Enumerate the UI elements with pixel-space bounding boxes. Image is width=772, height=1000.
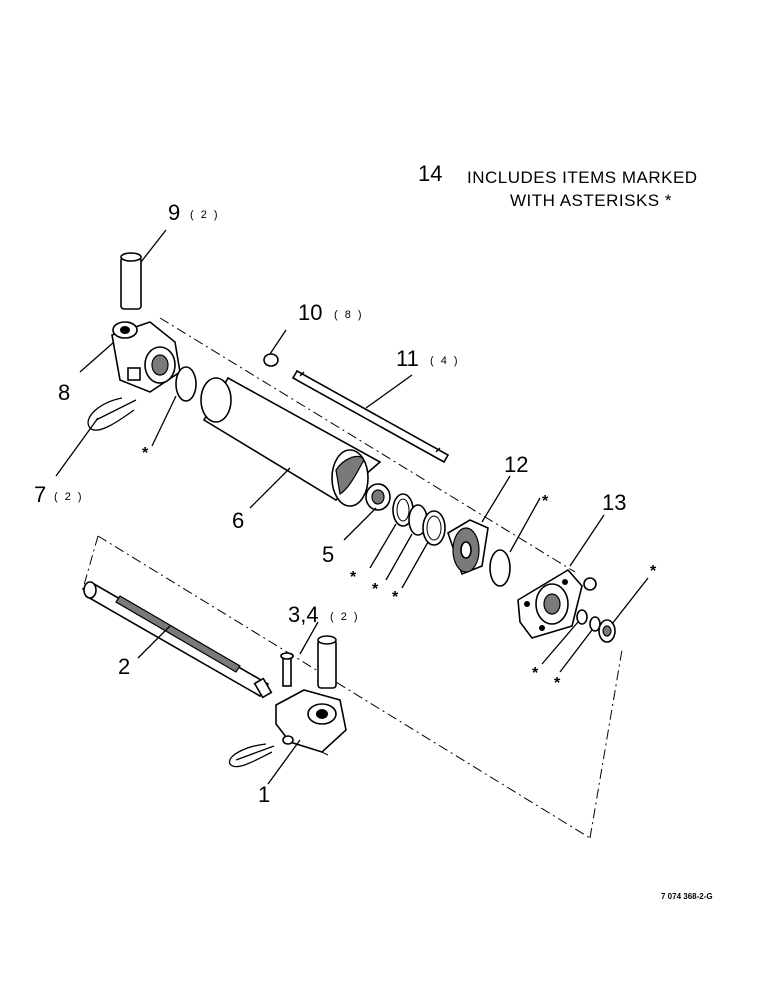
note-number: 14 bbox=[418, 161, 442, 186]
tie-rod-nut bbox=[263, 353, 279, 367]
callout-9-qty: ( 2 ) bbox=[190, 209, 220, 221]
callout-9: 9 bbox=[168, 200, 180, 225]
clevis-bolt-lower bbox=[280, 652, 294, 687]
o-ring-upper bbox=[175, 366, 197, 402]
cylinder-barrel bbox=[200, 376, 382, 507]
callout-8: 8 bbox=[58, 380, 70, 405]
callout-7: 7 bbox=[34, 482, 46, 507]
figure-id: 7 074 368-2-G bbox=[661, 892, 713, 901]
seal-rings bbox=[392, 493, 446, 546]
asterisk-marker: * bbox=[142, 445, 149, 462]
callout-3-4: 3,4 bbox=[288, 602, 319, 627]
piston-rod bbox=[83, 581, 273, 699]
callout-13: 13 bbox=[602, 490, 626, 515]
o-ring-piston bbox=[489, 549, 511, 587]
callout-11: 11 bbox=[396, 346, 419, 371]
clevis-upper bbox=[111, 321, 181, 393]
tie-rod bbox=[291, 369, 450, 464]
cotter-pin-lower bbox=[228, 743, 275, 768]
asterisk-marker: * bbox=[542, 493, 549, 510]
cotter-pin-upper bbox=[87, 397, 137, 431]
callout-2: 2 bbox=[118, 654, 130, 679]
callout-11-qty: ( 4 ) bbox=[430, 355, 460, 367]
asterisk-marker: * bbox=[650, 563, 657, 580]
asterisk-marker: * bbox=[554, 675, 561, 692]
callout-7-qty: ( 2 ) bbox=[54, 491, 84, 503]
rod-wiper-nut bbox=[365, 483, 391, 511]
callout-1: 1 bbox=[258, 782, 270, 807]
asterisk-marker: * bbox=[392, 589, 399, 606]
asterisk-marker: * bbox=[372, 581, 379, 598]
callout-10: 10 bbox=[298, 300, 322, 325]
leader-lines bbox=[55, 229, 649, 785]
piston bbox=[447, 519, 489, 576]
callout-3-4-qty: ( 2 ) bbox=[330, 611, 360, 623]
clevis-pin-upper bbox=[120, 252, 142, 310]
note-line-2: WITH ASTERISKS * bbox=[510, 191, 672, 210]
end-cap-seals bbox=[576, 609, 616, 643]
callout-5: 5 bbox=[322, 542, 334, 567]
callout-10-qty: ( 8 ) bbox=[334, 309, 364, 321]
note-line-1: INCLUDES ITEMS MARKED bbox=[467, 168, 698, 187]
asterisk-marker: * bbox=[532, 665, 539, 682]
callout-6: 6 bbox=[232, 508, 244, 533]
asterisk-marker: * bbox=[350, 569, 357, 586]
assembly-centerlines bbox=[81, 317, 623, 839]
callout-12: 12 bbox=[504, 452, 528, 477]
clevis-pin-lower bbox=[317, 635, 337, 689]
end-cap bbox=[517, 568, 597, 639]
clevis-lower bbox=[275, 689, 347, 753]
